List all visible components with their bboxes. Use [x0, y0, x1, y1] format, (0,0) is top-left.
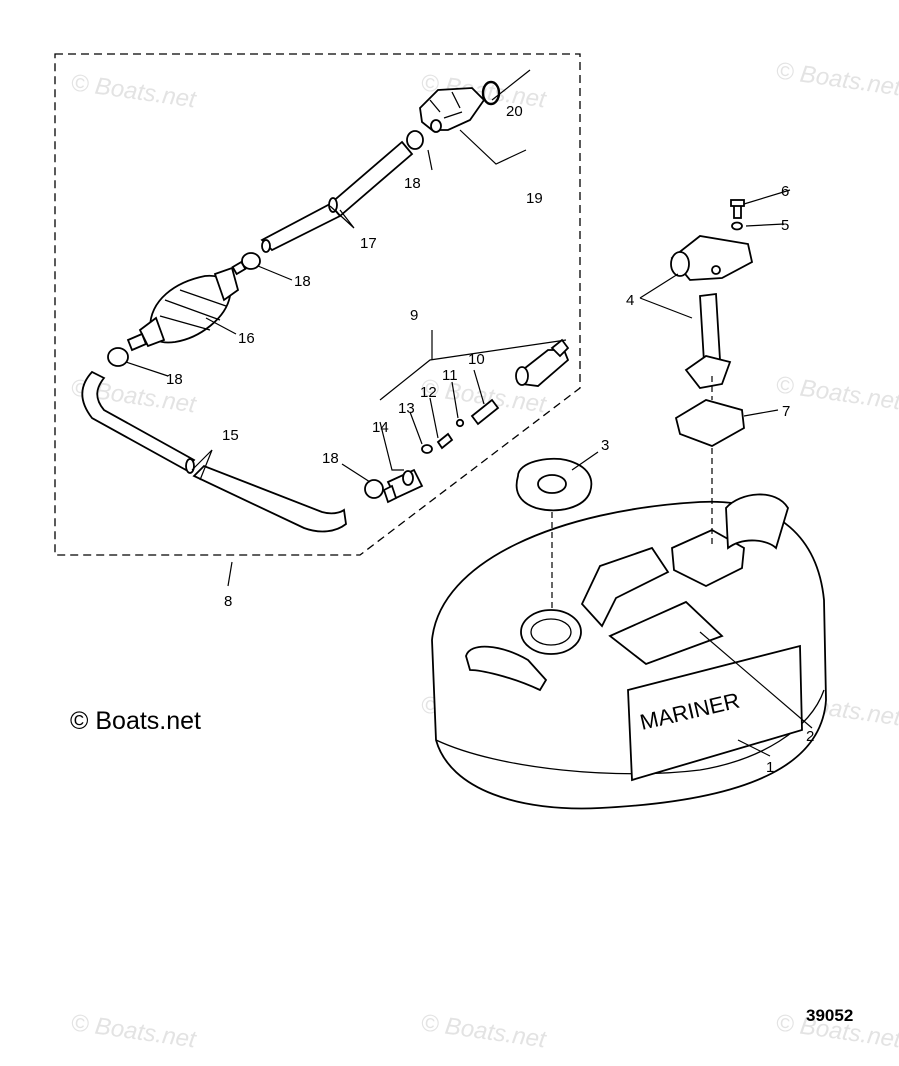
watermark: © Boats.net: [774, 371, 899, 415]
valve-part-10: [470, 398, 500, 426]
o-ring-part-20: [481, 80, 501, 106]
callout-20: 20: [506, 103, 523, 120]
ball-part-11: [455, 418, 465, 428]
callout-labels: 1 2 3 4 5 6 7 8 9 10 11 12 13 14 15 16 1…: [166, 103, 814, 776]
callout-3: 3: [601, 437, 609, 454]
callout-18: 18: [294, 273, 311, 290]
callout-14: 14: [372, 419, 389, 436]
callout-4: 4: [626, 292, 634, 309]
copyright-label: © Boats.net: [70, 707, 201, 735]
callout-8: 8: [224, 593, 232, 610]
hose-clamp-part-18: [107, 347, 129, 367]
callout-13: 13: [398, 400, 415, 417]
callout-9: 9: [410, 307, 418, 324]
callout-5: 5: [781, 217, 789, 234]
callout-17: 17: [360, 235, 377, 252]
fuel-pickup-part-4: [670, 235, 754, 389]
watermark: © Boats.net: [69, 69, 199, 113]
callout-2: 2: [806, 728, 814, 745]
washer-part-5: [731, 221, 743, 231]
fuel-hose-part-17: [260, 140, 414, 253]
gasket-part-7: [674, 399, 745, 447]
fitting-part-14: [382, 468, 424, 504]
hose-clamp-part-18: [406, 130, 424, 150]
callout-1: 1: [766, 759, 774, 776]
callout-18: 18: [166, 371, 183, 388]
tank-connector-part-9: [515, 338, 570, 387]
hose-clamp-part-18: [241, 252, 261, 270]
hose-clamp-part-18: [364, 479, 384, 499]
fuel-cap-part-3: [515, 457, 593, 512]
callout-11: 11: [442, 367, 458, 384]
fuel-tank-part-1: MARINER: [431, 493, 827, 810]
leader-lines: [125, 69, 813, 757]
fuel-line-assembly-boundary: [54, 53, 581, 556]
watermark: © Boats.net: [419, 1009, 549, 1053]
callout-18: 18: [322, 450, 339, 467]
watermark: © Boats.net: [774, 57, 899, 101]
callout-10: 10: [468, 351, 485, 368]
washer-part-13: [421, 444, 433, 454]
fuel-hose-part-15: [81, 370, 347, 533]
callout-12: 12: [420, 384, 437, 401]
diagram-number: 39052: [806, 1006, 853, 1025]
callout-19: 19: [526, 190, 543, 207]
watermark: © Boats.net: [69, 1009, 199, 1053]
screw-part-6: [730, 199, 745, 219]
fuel-connector-part-19: [419, 87, 486, 133]
callout-15: 15: [222, 427, 239, 444]
callout-6: 6: [781, 183, 789, 200]
callout-16: 16: [238, 330, 255, 347]
spring-part-12: [436, 432, 454, 450]
callout-18: 18: [404, 175, 421, 192]
callout-7: 7: [782, 403, 790, 420]
primer-bulb-part-16: [126, 266, 240, 352]
